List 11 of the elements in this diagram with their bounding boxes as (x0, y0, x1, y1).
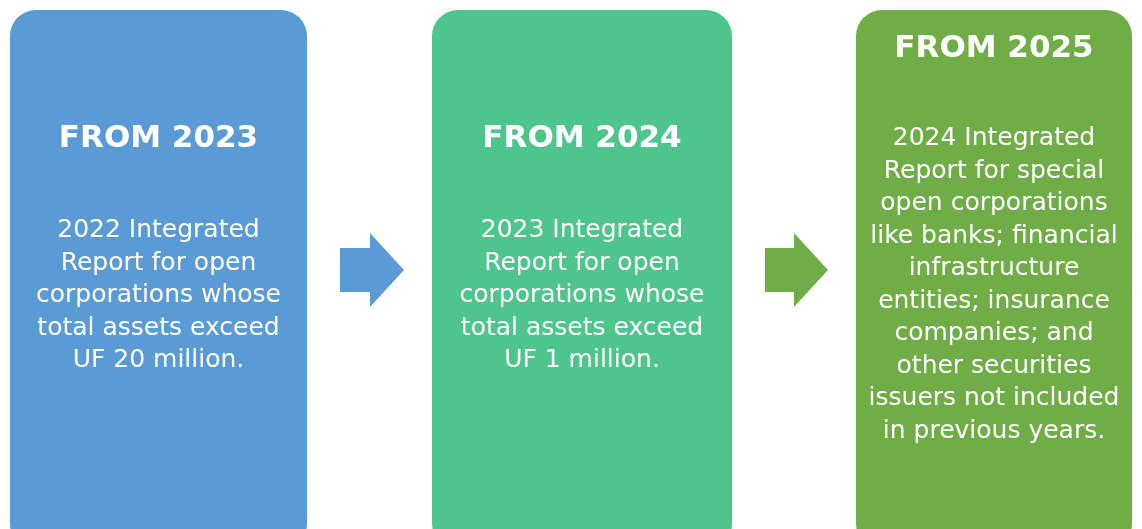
panel-heading: FROM 2023 (58, 118, 259, 156)
panel-text: 2024 Integrated Report for special open corporations like banks; financial infrastructure entities; insurance companies; and other securities issuers not included in previous years. (867, 121, 1121, 446)
panel-heading: FROM 2025 (894, 28, 1094, 66)
block-arrow (340, 233, 404, 307)
panel-text: 2022 Integrated Report for open corporations whose total assets exceed UF 20 million. (35, 213, 282, 376)
rounded-panel (10, 10, 307, 529)
rounded-panel (856, 10, 1132, 529)
panel-text: 2023 Integrated Report for open corporations whose total assets exceed UF 1 million. (458, 213, 706, 376)
panel-heading: FROM 2024 (482, 118, 682, 156)
block-arrow (765, 233, 828, 307)
rounded-panel (432, 10, 732, 529)
